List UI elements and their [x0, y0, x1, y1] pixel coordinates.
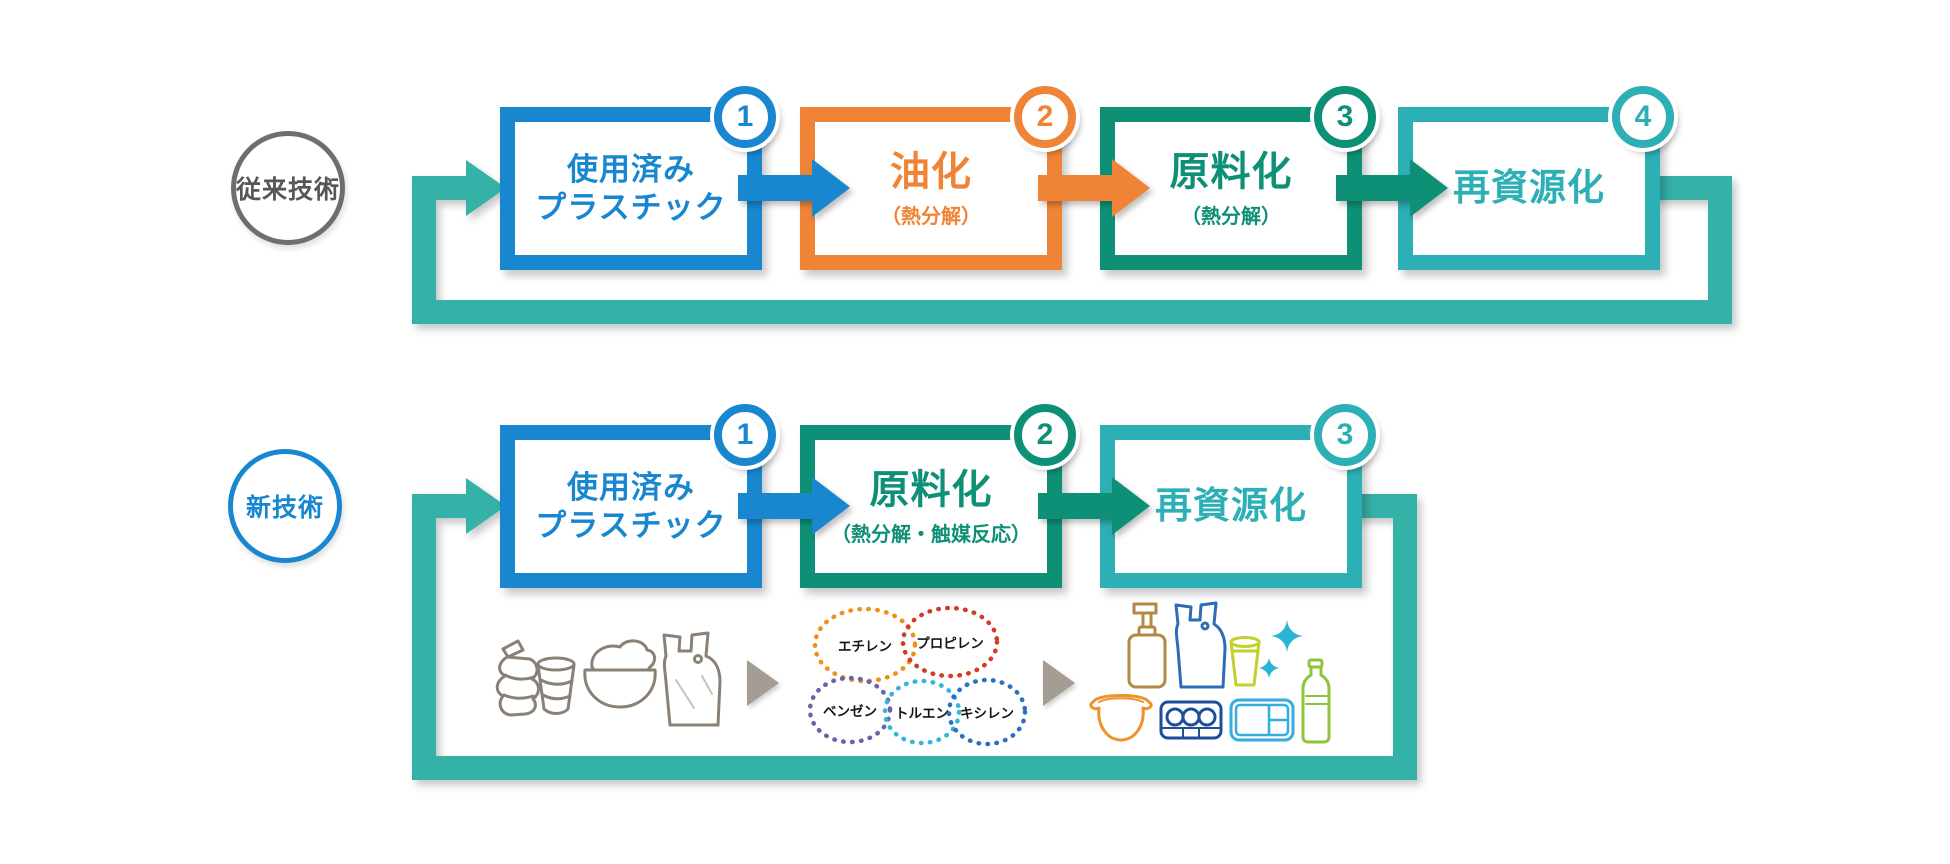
step-badge-2-new: 2	[1014, 404, 1076, 466]
step-badge-3-new: 3	[1314, 404, 1376, 466]
arrow-oil-to-raw-material-icon	[1038, 159, 1150, 217]
step-title: 再資源化	[1155, 485, 1307, 527]
sparkles-icon	[1259, 620, 1303, 678]
step-title: 原料化	[1169, 150, 1293, 194]
badge-number: 2	[1036, 100, 1054, 133]
new-tech-circle: 新技術	[228, 449, 342, 563]
waste-plastics-illustration	[495, 631, 722, 727]
ethylene-bubble: エチレン	[812, 606, 918, 684]
badge-number: 1	[736, 418, 754, 451]
step-title: 再資源化	[1453, 167, 1605, 209]
crushed-pet-bottle-icon	[495, 639, 540, 717]
crushed-cup-icon	[536, 656, 576, 715]
badge-number: 3	[1336, 100, 1354, 133]
arrow-raw-material-to-resource-new-icon	[1038, 477, 1150, 535]
ethylene-label: エチレン	[838, 639, 892, 654]
conventional-loop-arrowhead-icon	[466, 160, 506, 216]
monomer-bubbles-illustration: エチレン プロピレン ベンゼン トルエン キシレン	[808, 605, 1028, 747]
process-triangle-arrow-2-icon	[1043, 660, 1075, 706]
recycled-products-illustration	[1089, 601, 1331, 744]
toluene-bubble: トルエン	[882, 678, 962, 746]
badge-number: 4	[1634, 100, 1652, 133]
step-title: 原料化	[869, 468, 993, 512]
step-title: 使用済み	[567, 470, 695, 506]
step-subtitle: （熱分解）	[1181, 206, 1281, 228]
process-triangle-arrow-1-icon	[747, 660, 779, 706]
step-badge-1-conventional: 1	[714, 86, 776, 148]
food-container-icon	[1229, 698, 1295, 742]
step-badge-3-conventional: 3	[1314, 86, 1376, 148]
mixing-bowl-icon	[1089, 694, 1153, 742]
step-title-line2: プラスチック	[535, 189, 727, 225]
cup-icon	[1229, 636, 1261, 687]
step-title: 油化	[890, 150, 972, 194]
conventional-tech-label: 従来技術	[236, 176, 341, 204]
arrow-raw-material-to-resource-icon	[1336, 159, 1448, 217]
xylene-label: キシレン	[960, 706, 1014, 721]
pet-bottle-icon	[1301, 658, 1331, 744]
toluene-label: トルエン	[895, 706, 949, 721]
new-tech-loop-line	[412, 494, 1417, 780]
step-title: 使用済み	[567, 152, 695, 188]
plastic-bag-icon	[662, 631, 722, 727]
step-badge-1-new: 1	[714, 404, 776, 466]
egg-carton-icon	[1159, 700, 1223, 740]
step-badge-4-conventional: 4	[1612, 86, 1674, 148]
arrow-used-plastic-to-raw-material-icon	[738, 477, 850, 535]
benzene-bubble: ベンゼン	[808, 675, 893, 745]
arrow-used-plastic-to-oil-icon	[738, 159, 850, 217]
step-title-line2: プラスチック	[535, 507, 727, 543]
propylene-bubble: プロピレン	[900, 605, 1000, 679]
step-subtitle: （熱分解・触媒反応）	[831, 524, 1031, 546]
bowl-with-waste-icon	[583, 639, 657, 709]
conventional-tech-circle: 従来技術	[231, 131, 345, 245]
step-subtitle: （熱分解）	[881, 206, 981, 228]
step-badge-2-conventional: 2	[1014, 86, 1076, 148]
new-tech-label: 新技術	[245, 494, 324, 522]
pump-bottle-icon	[1127, 602, 1167, 689]
badge-number: 1	[736, 100, 754, 133]
badge-number: 3	[1336, 418, 1354, 451]
benzene-label: ベンゼン	[823, 703, 877, 719]
shopping-bag-icon	[1174, 601, 1227, 689]
new-tech-loop-arrowhead-icon	[466, 478, 506, 534]
propylene-label: プロピレン	[916, 636, 984, 651]
conventional-loop-line	[412, 176, 1732, 324]
badge-number: 2	[1036, 418, 1054, 451]
xylene-bubble: キシレン	[946, 677, 1028, 747]
